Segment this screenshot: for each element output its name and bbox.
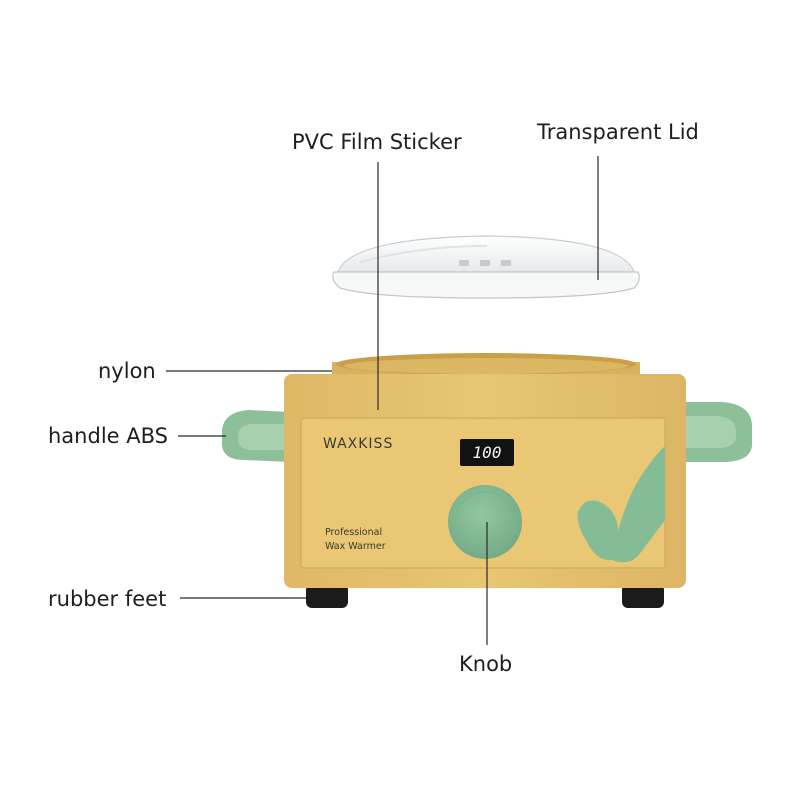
transparent-lid bbox=[332, 235, 640, 299]
product-subtitle-line2: Wax Warmer bbox=[325, 541, 386, 552]
leader-lines bbox=[166, 156, 599, 645]
brand-logo-text: WAXKISS bbox=[323, 436, 394, 452]
label-nylon: nylon bbox=[98, 359, 156, 383]
leaf-decoration bbox=[577, 446, 665, 563]
left-handle bbox=[222, 410, 290, 462]
lid-vent-1 bbox=[459, 260, 469, 266]
label-pvc-film-sticker: PVC Film Sticker bbox=[292, 130, 462, 154]
temperature-display: 100 bbox=[460, 439, 514, 466]
product-subtitle-line1: Professional bbox=[325, 527, 383, 538]
temperature-knob bbox=[448, 485, 522, 559]
label-knob: Knob bbox=[459, 652, 513, 676]
label-handle-abs: handle ABS bbox=[48, 424, 168, 448]
label-transparent-lid: Transparent Lid bbox=[537, 120, 699, 144]
rubber-foot-right bbox=[622, 584, 664, 608]
right-handle bbox=[684, 402, 752, 462]
lid-vent-2 bbox=[480, 260, 490, 266]
lid-vent-3 bbox=[501, 260, 511, 266]
label-rubber-feet: rubber feet bbox=[48, 587, 167, 611]
rubber-foot-left bbox=[306, 584, 348, 608]
